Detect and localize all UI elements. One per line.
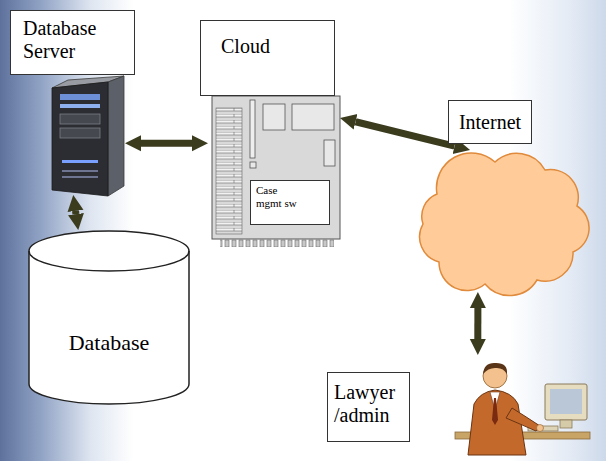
server-icon: [52, 76, 124, 196]
cylinder-outline: [28, 230, 190, 405]
user-icon: [455, 363, 590, 455]
chip: [250, 162, 256, 168]
label-box: Database Server: [10, 10, 135, 75]
label-box: Lawyer /admin: [327, 372, 410, 442]
slot: [250, 100, 255, 158]
chip: [324, 140, 335, 166]
chip: [263, 104, 285, 130]
double-arrow: [356, 122, 455, 146]
screen: [550, 389, 582, 414]
hand: [537, 425, 544, 432]
node-label: Internet: [453, 111, 527, 134]
cloud-shape: [420, 153, 589, 296]
node-label: Case mgmt sw: [256, 184, 304, 209]
monitor-stand: [560, 420, 572, 428]
label-box: Cloud: [200, 20, 335, 96]
hair: [483, 363, 507, 374]
node-label: Lawyer /admin: [334, 381, 405, 427]
server-node: Database Server: [10, 10, 125, 195]
board: [212, 96, 340, 239]
internet-cloud: Internet: [415, 150, 585, 292]
server-light: [60, 94, 100, 100]
user-node: Lawyer /admin: [327, 355, 587, 455]
node-label: Database Server: [23, 17, 126, 63]
text-holder: Database: [28, 230, 190, 405]
motherboard-icon: [212, 96, 340, 247]
server-light: [60, 104, 100, 108]
server-led: [62, 160, 98, 163]
server-front: [52, 82, 108, 196]
slot-stack: [216, 108, 242, 234]
double-arrow: [72, 211, 79, 214]
server-vent: [62, 176, 98, 178]
drive-bay: [60, 128, 100, 138]
cloud-server-node: Case mgmt sw Cloud: [208, 20, 340, 240]
drive-bay: [60, 114, 100, 124]
monitor: [545, 384, 587, 420]
server-side: [108, 76, 124, 196]
chip: [292, 104, 334, 130]
node-label: Database: [32, 330, 186, 355]
tie: [492, 398, 498, 425]
cloud-outline: [415, 150, 585, 292]
server-vent: [62, 170, 98, 172]
cylinder-rim: [29, 251, 189, 271]
database-cylinder: Database: [28, 230, 190, 405]
label-box: Internet: [448, 100, 532, 144]
double-arrow: [141, 140, 192, 147]
software-box: Case mgmt sw: [250, 180, 330, 225]
double-arrow: [474, 308, 481, 339]
node-label: Cloud: [221, 35, 326, 58]
cylinder-body: [29, 231, 189, 404]
arm: [506, 408, 540, 431]
software-label-box: Case mgmt sw: [250, 180, 330, 225]
